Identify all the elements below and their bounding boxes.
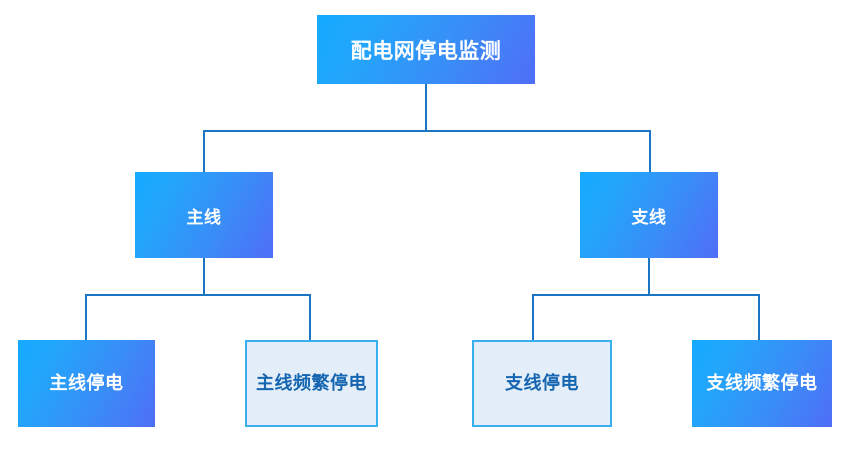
node-branch-line[interactable]: 支线 (580, 172, 718, 258)
node-branch-line-outage[interactable]: 支线停电 (472, 340, 612, 427)
connector-level2-horizontal-bar (204, 130, 651, 132)
connector-bar-to-branch-outage (532, 294, 534, 341)
connector-main-children-horizontal-bar (85, 294, 311, 296)
node-main-line[interactable]: 主线 (135, 172, 273, 258)
node-main-line-frequent-outage[interactable]: 主线频繁停电 (245, 340, 378, 427)
connector-branch-line-down (648, 258, 650, 296)
connector-bar-to-main-line (203, 130, 205, 173)
connector-bar-to-main-outage (85, 294, 87, 341)
connector-branch-children-horizontal-bar (532, 294, 760, 296)
node-main-line-frequent-outage-label: 主线频繁停电 (256, 372, 367, 394)
connector-bar-to-branch-line (649, 130, 651, 173)
node-main-line-label: 主线 (186, 207, 222, 228)
node-main-line-outage-label: 主线停电 (49, 372, 124, 394)
connector-bar-to-main-freq-outage (309, 294, 311, 341)
node-branch-line-frequent-outage-label: 支线频繁停电 (706, 372, 818, 394)
connector-root-to-bar (425, 84, 427, 131)
node-branch-line-outage-label: 支线停电 (505, 372, 579, 394)
node-branch-line-frequent-outage[interactable]: 支线频繁停电 (692, 340, 832, 427)
node-main-line-outage[interactable]: 主线停电 (18, 340, 155, 427)
node-branch-line-label: 支线 (631, 207, 667, 228)
node-root-distribution-outage-monitoring[interactable]: 配电网停电监测 (317, 15, 535, 84)
connector-main-line-down (203, 258, 205, 296)
connector-bar-to-branch-freq-outage (758, 294, 760, 341)
node-root-label: 配电网停电监测 (350, 38, 502, 63)
